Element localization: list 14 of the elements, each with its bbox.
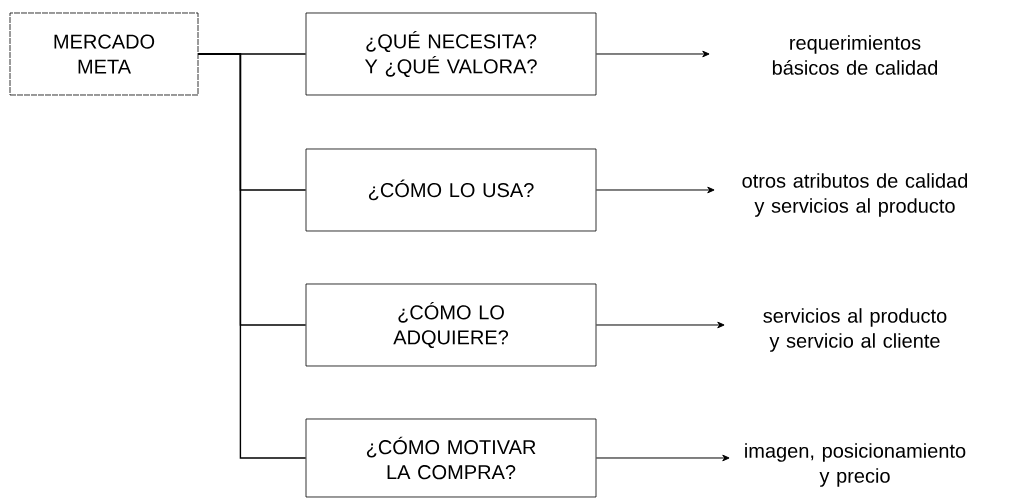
question-box: ¿CÓMO MOTIVAR LA COMPRA?: [305, 418, 597, 498]
result-text: otros atributos de calidad y servicios al producto: [742, 173, 968, 217]
implies-arrow: [595, 50, 710, 58]
result-text: requerimientos básicos de calidad: [772, 35, 938, 75]
market-box: MERCADO META: [9, 12, 199, 96]
implies-arrow: [595, 186, 715, 194]
question-box: ¿CÓMO LO ADQUIERE?: [305, 283, 597, 367]
question-box: ¿QUÉ NECESITA? Y ¿QUÉ VALORA?: [305, 12, 597, 96]
result-text: servicios al producto y servicio al cliente: [763, 308, 947, 352]
implies-arrow: [595, 321, 725, 329]
result-text: imagen, posicionamiento y precio: [745, 443, 966, 487]
tree-line: [197, 53, 307, 459]
question-box: ¿CÓMO LO USA?: [305, 148, 597, 232]
implies-arrow: [595, 454, 730, 462]
